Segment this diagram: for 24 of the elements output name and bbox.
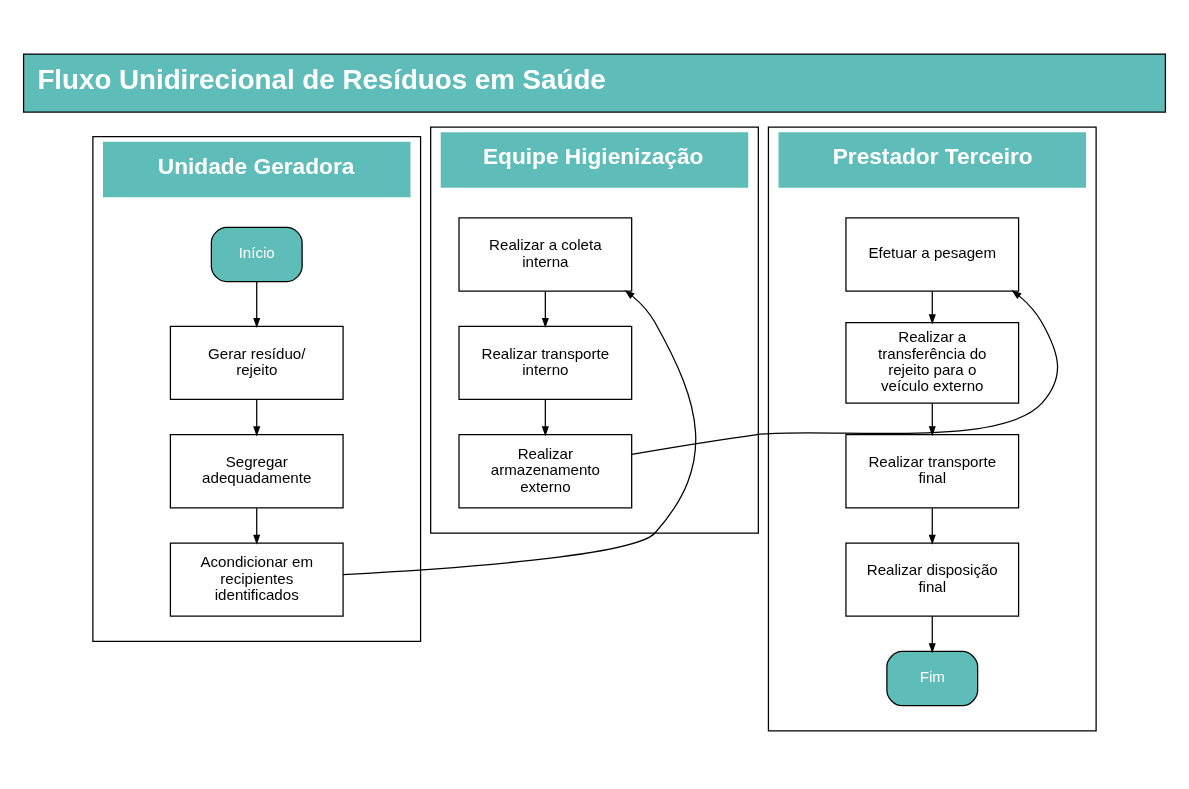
node-box: Realizar transporte interno [458,325,633,400]
node-box: Realizar transporte final [845,433,1020,508]
node-box: Fim [886,650,979,706]
node-box: Segregar adequadamente [169,433,344,508]
node-box: Realizar a transferência do rejeito para o veículo externo [845,321,1020,404]
node-box: Realizar armazenamento externo [458,433,633,508]
node-box: Início [210,226,303,282]
node-box: Acondicionar em recipientes identificados [169,541,344,617]
arrow [342,289,697,575]
arrow [253,507,261,545]
node-box: Gerar resíduo/ rejeito [169,325,344,400]
arrow [541,290,549,328]
node-box: Realizar a coleta interna [458,216,633,292]
arrow [928,507,936,545]
arrow [541,398,549,436]
node-box: Efetuar a pesagem [845,216,1020,292]
arrow [253,398,261,436]
node-box: Realizar disposição final [845,541,1020,617]
arrow [928,290,936,324]
arrow [928,402,936,436]
arrow [253,280,261,328]
diagram-title: Fluxo Unidirecional de Resíduos em Saúde [37,63,606,95]
arrow [631,289,1059,455]
arrow [928,615,936,653]
